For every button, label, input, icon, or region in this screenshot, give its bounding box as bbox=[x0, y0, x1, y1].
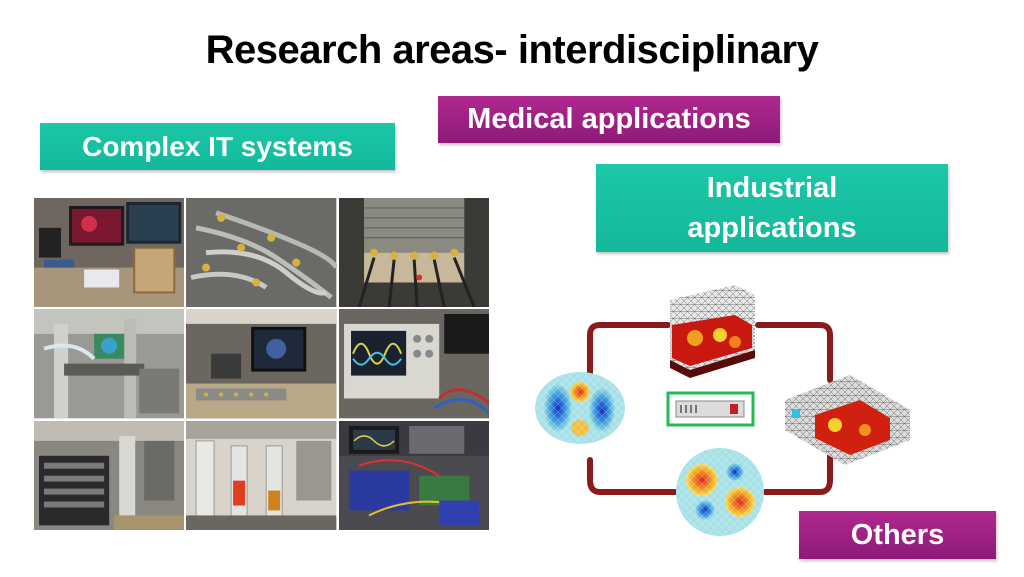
oscilloscope-photo bbox=[338, 309, 489, 419]
lab-bench-monitor-photo bbox=[186, 309, 337, 419]
tomography-sensor-cylinder-photo bbox=[338, 198, 489, 308]
lab-monitor-sensor-photo bbox=[34, 198, 185, 308]
3d-trough-reconstruction bbox=[785, 375, 910, 465]
process-tanks-photo bbox=[186, 420, 337, 530]
research-photo-collage bbox=[34, 198, 489, 530]
tomograph-device-icon bbox=[666, 391, 755, 427]
circular-tomogram bbox=[676, 448, 764, 536]
tomography-loop-diagram bbox=[535, 285, 910, 536]
loop-connector bbox=[587, 322, 833, 495]
others-label: Others bbox=[799, 511, 996, 559]
instrument-rack-photo bbox=[34, 420, 185, 530]
industrial-applications-label: Industrial applications bbox=[596, 164, 948, 252]
complex-it-systems-label: Complex IT systems bbox=[40, 123, 395, 170]
slide-title: Research areas- interdisciplinary bbox=[205, 28, 819, 72]
coaxial-cables-photo bbox=[186, 198, 337, 308]
medical-applications-label: Medical applications bbox=[438, 96, 780, 143]
industrial-applications-text: Industrial applications bbox=[687, 172, 857, 244]
medical-ellipse-tomogram bbox=[535, 372, 625, 444]
3d-tank-reconstruction bbox=[670, 285, 755, 378]
electronics-workbench-photo bbox=[338, 420, 489, 530]
lab-pipes-equipment-photo bbox=[34, 309, 185, 419]
